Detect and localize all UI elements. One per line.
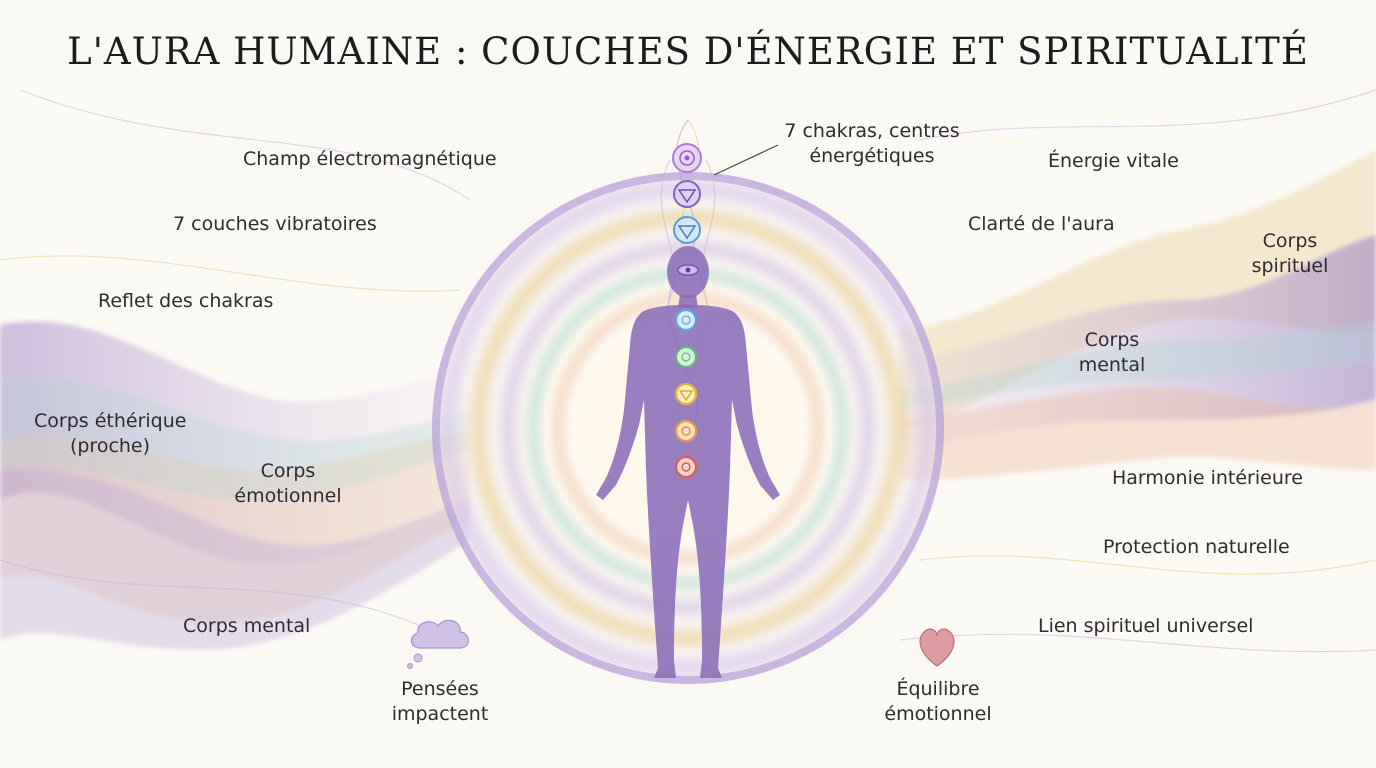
- label-corps-spirituel-line1: Corps: [1262, 230, 1318, 252]
- brow-eye-icon: [677, 264, 699, 276]
- label-pensees-impactent: Pensées impactent: [385, 677, 495, 727]
- label-corps-etherique: Corps éthérique (proche): [34, 409, 186, 459]
- label-corps-mental-right-line1: Corps: [1084, 329, 1140, 351]
- root-chakra-icon: [674, 419, 698, 443]
- label-energie-vitale: Énergie vitale: [1048, 150, 1179, 172]
- label-corps-spirituel: Corps spirituel: [1240, 229, 1340, 279]
- label-pensees-line2: impactent: [391, 703, 489, 725]
- throat-chakra-icon: [673, 216, 701, 244]
- page-title: L'AURA HUMAINE : COUCHES D'ÉNERGIE ET SP…: [67, 30, 1309, 73]
- crown-chakra-icon: [672, 143, 702, 173]
- label-equilibre-emotionnel: Équilibre émotionnel: [878, 677, 998, 727]
- label-clarte-de-l-aura: Clarté de l'aura: [968, 213, 1115, 235]
- label-corps-spirituel-line2: spirituel: [1251, 255, 1329, 277]
- heart-icon: [919, 628, 955, 667]
- label-equilibre-line1: Équilibre: [896, 678, 980, 700]
- label-reflet-des-chakras: Reflet des chakras: [98, 290, 274, 312]
- label-corps-emotionnel-line1: Corps: [260, 460, 316, 482]
- left-energy-waves: [0, 321, 470, 650]
- right-energy-waves: [900, 150, 1376, 480]
- label-equilibre-line2: émotionnel: [884, 703, 992, 725]
- label-corps-emotionnel-line2: émotionnel: [234, 485, 342, 507]
- third-eye-chakra-icon: [673, 180, 701, 208]
- label-protection-naturelle: Protection naturelle: [1103, 536, 1290, 558]
- label-corps-mental-right-line2: mental: [1078, 354, 1146, 376]
- label-lien-spirituel-universel: Lien spirituel universel: [1038, 615, 1254, 637]
- heart-chakra-icon: [674, 308, 698, 332]
- label-corps-emotionnel: Corps émotionnel: [230, 459, 346, 509]
- label-7-chakras-line1: 7 chakras, centres: [784, 120, 960, 142]
- label-harmonie-interieure: Harmonie intérieure: [1112, 467, 1303, 489]
- label-corps-mental-right: Corps mental: [1062, 328, 1162, 378]
- label-corps-etherique-line2: (proche): [69, 435, 151, 457]
- label-7-chakras-line2: énergétiques: [809, 145, 935, 167]
- base-chakra-icon: [674, 455, 698, 479]
- label-corps-etherique-line1: Corps éthérique: [34, 410, 187, 432]
- label-corps-mental-left: Corps mental: [183, 615, 311, 637]
- flow-lines: [0, 89, 1376, 653]
- label-7-couches-vibratoires: 7 couches vibratoires: [173, 213, 377, 235]
- chakra-leader-line: [713, 144, 779, 176]
- solar-plexus-chakra-icon: [674, 345, 698, 369]
- thought-cloud-icon: [407, 619, 469, 669]
- label-7-chakras: 7 chakras, centres énergétiques: [772, 119, 972, 169]
- sacral-chakra-icon: [674, 382, 698, 406]
- label-champ-electromagnetique: Champ électromagnétique: [243, 148, 497, 170]
- label-pensees-line1: Pensées: [401, 678, 479, 700]
